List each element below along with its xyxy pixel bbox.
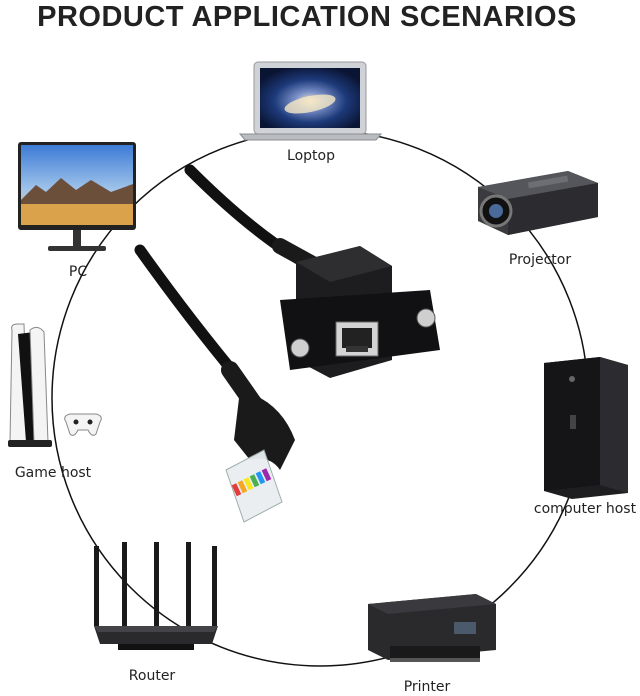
game-host-label: Game host (14, 465, 92, 481)
rj45-extension-cable-image (134, 164, 440, 523)
printer-label: Printer (403, 679, 451, 695)
computer-tower-image (544, 357, 628, 499)
page-title: PRODUCT APPLICATION SCENARIOS (37, 1, 577, 33)
game-console-image (8, 323, 102, 447)
laptop-label: Loptop (287, 148, 335, 164)
projector-label: Projector (508, 252, 572, 268)
laptop-image (238, 61, 383, 141)
router-label: Router (128, 668, 176, 684)
computer-host-label: computer host (533, 501, 637, 517)
printer-image (368, 594, 496, 662)
projector-image (478, 171, 598, 235)
pc-monitor-image (18, 142, 136, 251)
router-image (94, 542, 218, 650)
pc-label: PC (68, 264, 88, 280)
